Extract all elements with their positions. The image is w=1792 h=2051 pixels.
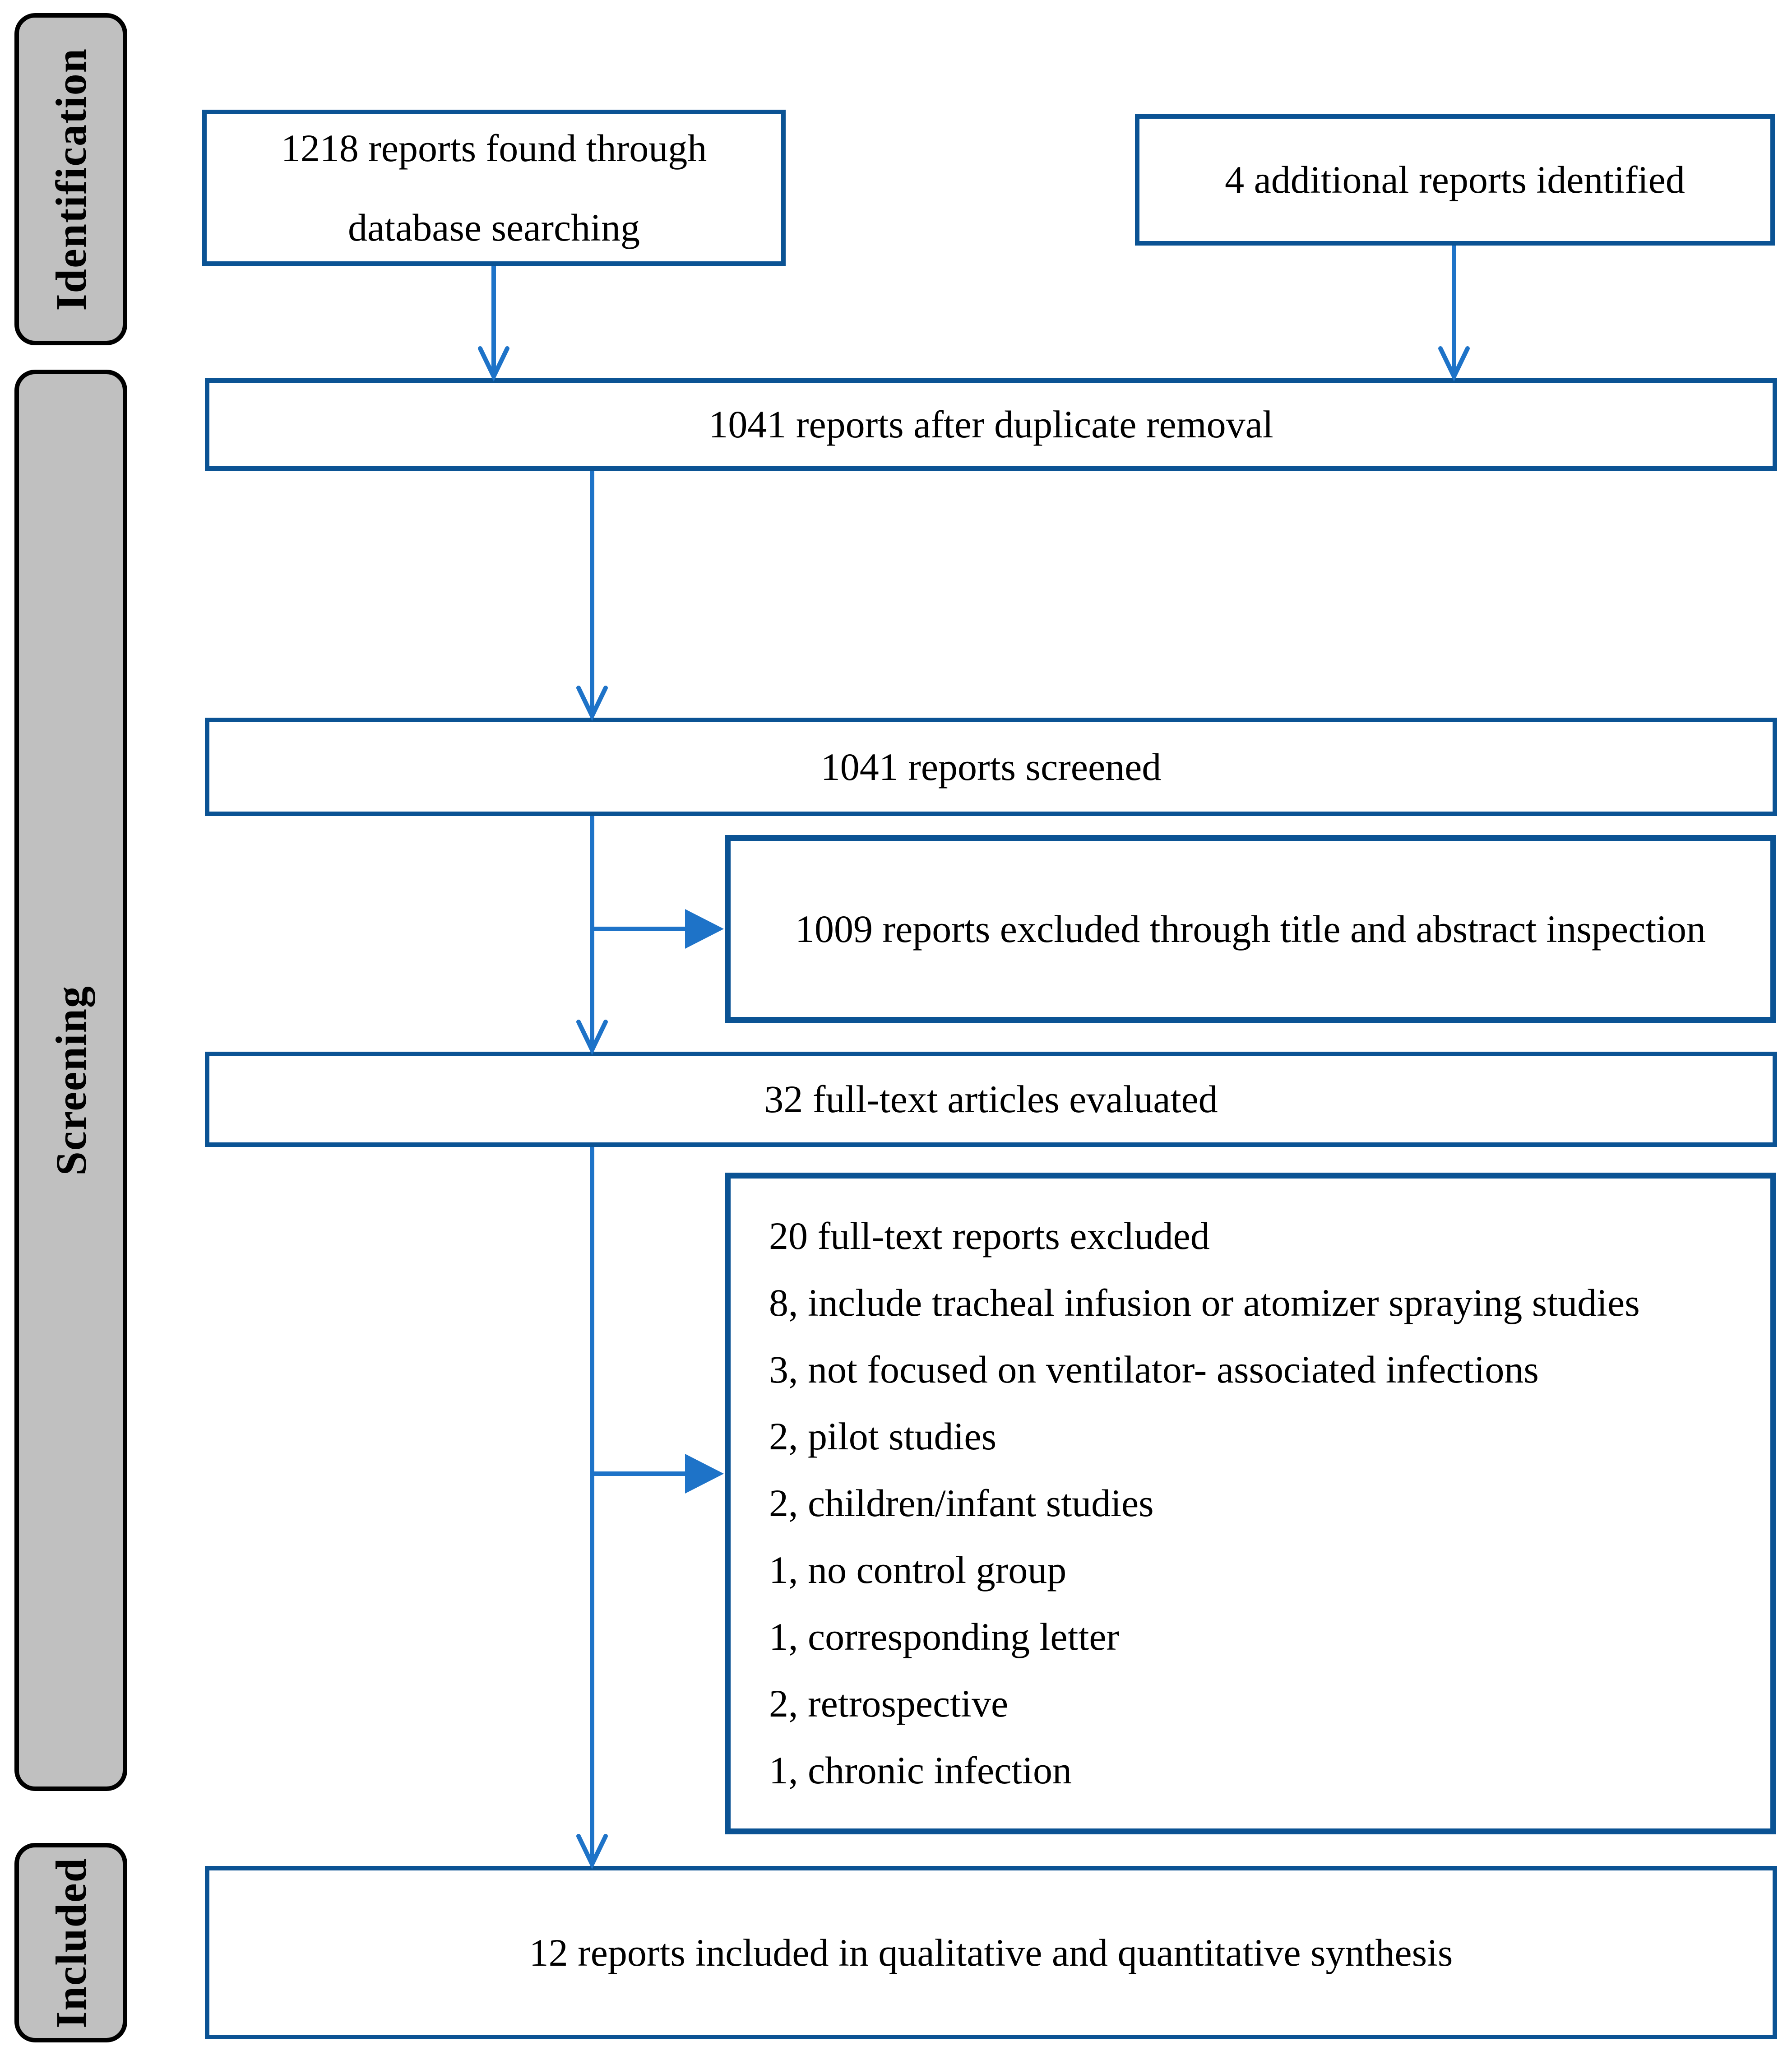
- box-fulltext-evaluated-text: 32 full-text articles evaluated: [764, 1077, 1218, 1121]
- exclusion-line: 8, include tracheal infusion or atomizer…: [769, 1281, 1640, 1325]
- box-reports-screened-text: 1041 reports screened: [820, 745, 1162, 789]
- arrow-fulltext-to-included: [576, 1147, 608, 1870]
- box-reports-screened: 1041 reports screened: [205, 718, 1777, 816]
- exclusion-line: 20 full-text reports excluded: [769, 1214, 1210, 1258]
- box-excluded-title-abstract: 1009 reports excluded through title and …: [725, 835, 1776, 1023]
- arrow-screened-to-fulltext: [576, 816, 608, 1055]
- arrow-additional-to-duplicates: [1438, 246, 1470, 382]
- stage-label-screening: Screening: [14, 370, 127, 1791]
- box-database-search: 1218 reports found through database sear…: [202, 110, 786, 266]
- stage-label-included: Included: [14, 1843, 127, 2042]
- arrow-duplicates-to-screened: [576, 471, 608, 721]
- exclusion-line: 2, children/infant studies: [769, 1481, 1154, 1525]
- box-database-search-line2: database searching: [347, 206, 640, 249]
- arrow-branch-title-abstract-exclusion: [592, 909, 724, 949]
- box-fulltext-excluded: 20 full-text reports excluded 8, include…: [725, 1173, 1776, 1834]
- exclusion-line: 1, no control group: [769, 1548, 1067, 1592]
- stage-label-identification: Identification: [14, 13, 127, 345]
- box-database-search-line1: 1218 reports found through: [281, 126, 707, 170]
- arrow-database-to-duplicates: [478, 266, 509, 382]
- exclusion-line: 2, retrospective: [769, 1681, 1009, 1725]
- box-additional-reports-text: 4 additional reports identified: [1225, 158, 1685, 202]
- box-after-duplicate-removal: 1041 reports after duplicate removal: [205, 378, 1777, 471]
- box-additional-reports: 4 additional reports identified: [1135, 114, 1775, 246]
- box-fulltext-evaluated: 32 full-text articles evaluated: [205, 1052, 1777, 1147]
- box-excluded-title-abstract-text: 1009 reports excluded through title and …: [795, 907, 1706, 951]
- exclusion-line: 1, chronic infection: [769, 1748, 1072, 1792]
- exclusion-line: 2, pilot studies: [769, 1415, 997, 1458]
- box-included-synthesis-text: 12 reports included in qualitative and q…: [529, 1930, 1453, 1974]
- box-included-synthesis: 12 reports included in qualitative and q…: [205, 1866, 1777, 2039]
- box-after-duplicate-removal-text: 1041 reports after duplicate removal: [708, 403, 1273, 446]
- exclusion-line: 1, corresponding letter: [769, 1615, 1120, 1658]
- exclusion-line: 3, not focused on ventilator- associated…: [769, 1348, 1539, 1392]
- arrow-branch-fulltext-exclusion: [592, 1454, 724, 1494]
